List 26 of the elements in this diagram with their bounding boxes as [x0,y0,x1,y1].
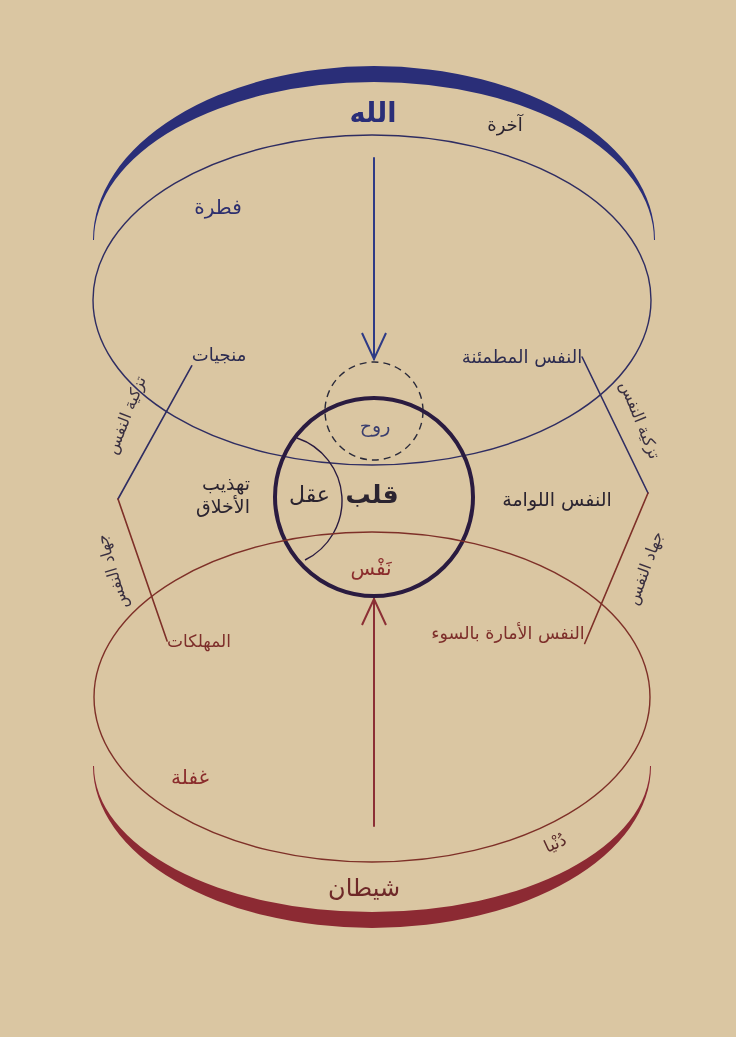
text-label: دُنْيا [540,829,570,857]
text-label: المهلكات [167,630,231,652]
edge-label: تزكية النفس [615,378,665,462]
connector-line [117,498,168,642]
text-label: نَفْس [350,556,392,580]
text-label: النفس المطمئنة [461,346,583,368]
text-label: عقل [289,481,330,509]
text-label: آخرة [487,114,523,136]
text-label: روح [359,413,391,437]
text-label: تهذيب الأخلاق [196,472,250,518]
edge-label: جهاد النفس [622,528,668,608]
text-label: فطرة [194,195,242,219]
text-label: قلب [345,480,399,510]
text-label: منجيات [191,344,247,366]
text-label: الله [349,96,397,130]
text-label: النفس اللوامة [502,487,612,511]
edge-label: جهاد النفس [91,532,133,612]
text-label: شيطان [328,873,400,903]
connector-line [581,356,649,494]
text-label: النفس الأمارة بالسوء [431,622,585,644]
arrow [361,598,387,827]
text-label: غفلة [171,765,209,789]
connector-line [117,365,193,500]
edge-label: تزكية النفس [102,373,150,457]
connector-line [583,492,649,645]
arrow [361,157,387,360]
